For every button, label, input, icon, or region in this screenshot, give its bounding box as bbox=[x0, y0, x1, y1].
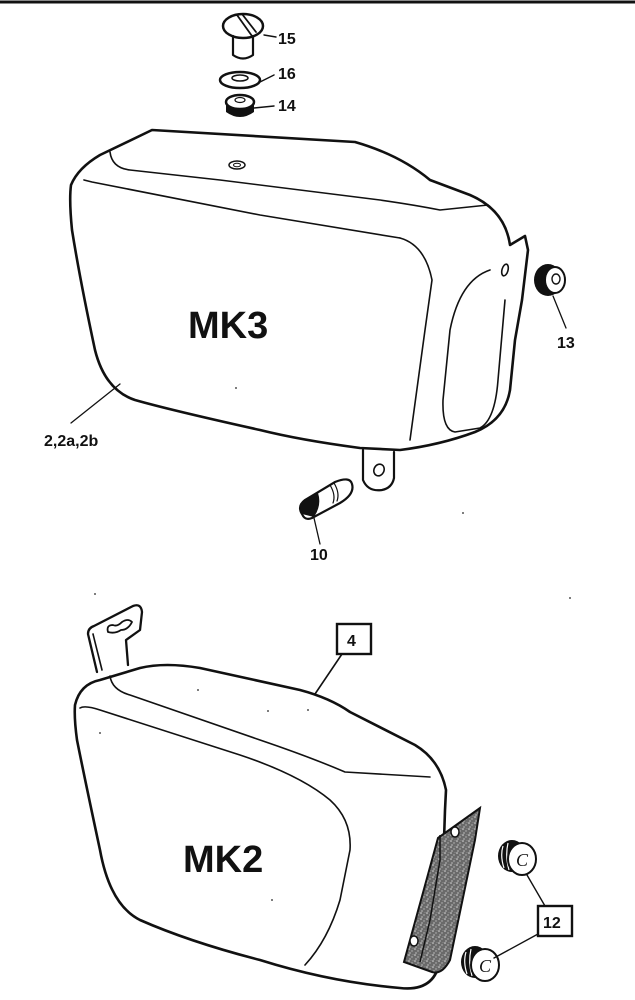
washer-icon bbox=[218, 70, 262, 90]
callout-15: 15 bbox=[278, 31, 296, 48]
callout-2-2a-2b: 2,2a,2b bbox=[44, 433, 98, 450]
mk3-assembly: 15 16 14 MK3 bbox=[44, 12, 575, 564]
svg-text:C: C bbox=[516, 850, 529, 870]
callout-12-box bbox=[536, 904, 574, 938]
callout-16: 16 bbox=[278, 66, 296, 83]
bung-10-icon bbox=[298, 478, 354, 520]
model-label-mk3: MK3 bbox=[188, 305, 268, 347]
grommet-12-upper-icon: C bbox=[498, 840, 537, 876]
model-label-mk2: MK2 bbox=[183, 839, 263, 881]
callout-4-box bbox=[335, 622, 373, 656]
callout-4: 4 bbox=[347, 633, 356, 650]
grommet-12-lower-icon: C bbox=[461, 946, 500, 982]
callout-12: 12 bbox=[543, 915, 561, 932]
mounting-bracket-icon bbox=[86, 604, 144, 674]
callout-13: 13 bbox=[557, 335, 575, 352]
scan-specks bbox=[94, 387, 571, 901]
gasket-strip bbox=[402, 805, 482, 974]
svg-text:C: C bbox=[479, 956, 492, 976]
filler-cap-icon bbox=[221, 12, 265, 60]
callout-14: 14 bbox=[278, 98, 296, 115]
mk2-assembly: MK2 4 C C 12 bbox=[73, 604, 574, 990]
mk3-side-panel bbox=[68, 128, 530, 492]
grommet-13-icon bbox=[534, 264, 566, 296]
grommet-14-icon bbox=[224, 93, 256, 117]
callout-10: 10 bbox=[310, 547, 328, 564]
mk2-side-panel bbox=[73, 663, 482, 990]
